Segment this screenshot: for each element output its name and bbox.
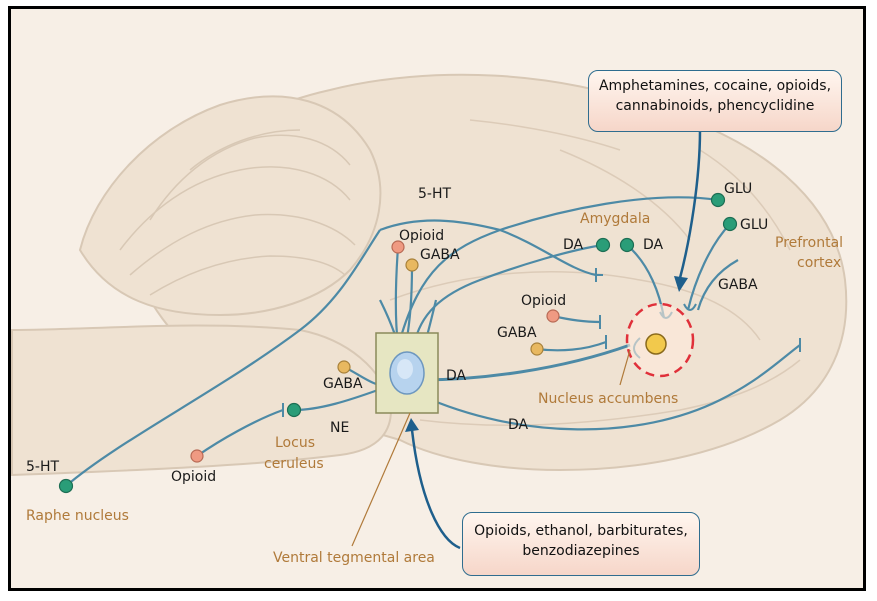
- nucleus-accumbens: [627, 304, 693, 376]
- label-prefrontal-1: Prefrontal: [775, 235, 843, 251]
- gaba-mid-node: [531, 343, 543, 355]
- label-5ht-top: 5-HT: [418, 186, 451, 202]
- label-opioid-mid: Opioid: [521, 293, 566, 309]
- brain-silhouette: [12, 75, 846, 475]
- stimulants-callout: Amphetamines, cocaine, opioids, cannabin…: [588, 70, 842, 132]
- da-1-node: [597, 239, 610, 252]
- label-gaba-mid: GABA: [497, 325, 537, 341]
- label-raphe-nucleus: Raphe nucleus: [26, 508, 129, 524]
- raphe-node: [60, 480, 73, 493]
- label-5ht-raphe: 5-HT: [26, 459, 59, 475]
- label-vta: Ventral tegmental area: [273, 550, 435, 566]
- accumbens-neuron: [646, 334, 666, 354]
- da-2-node: [621, 239, 634, 252]
- label-da-2: DA: [643, 237, 664, 253]
- label-da-1: DA: [563, 237, 584, 253]
- label-locus-2: ceruleus: [264, 456, 324, 472]
- label-gaba-pfc: GABA: [718, 277, 758, 293]
- label-nucleus-accumbens: Nucleus accumbens: [538, 391, 678, 407]
- gaba-lc-node: [338, 361, 350, 373]
- label-da-main: DA: [446, 368, 467, 384]
- label-gaba-lc: GABA: [323, 376, 363, 392]
- label-ne: NE: [330, 420, 349, 436]
- glu-top-node: [712, 194, 725, 207]
- label-prefrontal-2: cortex: [797, 255, 841, 271]
- ne-node: [288, 404, 301, 417]
- depressants-callout: Opioids, ethanol, barbiturates, benzodia…: [462, 512, 700, 576]
- label-opioid-top: Opioid: [399, 228, 444, 244]
- gaba-top-node: [406, 259, 418, 271]
- label-opioid-low: Opioid: [171, 469, 216, 485]
- label-da-lower: DA: [508, 417, 529, 433]
- label-glu-2: GLU: [740, 217, 768, 233]
- opioid-mid-node: [547, 310, 559, 322]
- label-amygdala: Amygdala: [580, 211, 650, 227]
- vta-box: [376, 333, 438, 413]
- glu-2-node: [724, 218, 737, 231]
- label-gaba-top: GABA: [420, 247, 460, 263]
- label-locus-1: Locus: [275, 435, 315, 451]
- opioid-low-node: [191, 450, 203, 462]
- cerebellum-outline: [80, 96, 380, 315]
- label-glu-top: GLU: [724, 181, 752, 197]
